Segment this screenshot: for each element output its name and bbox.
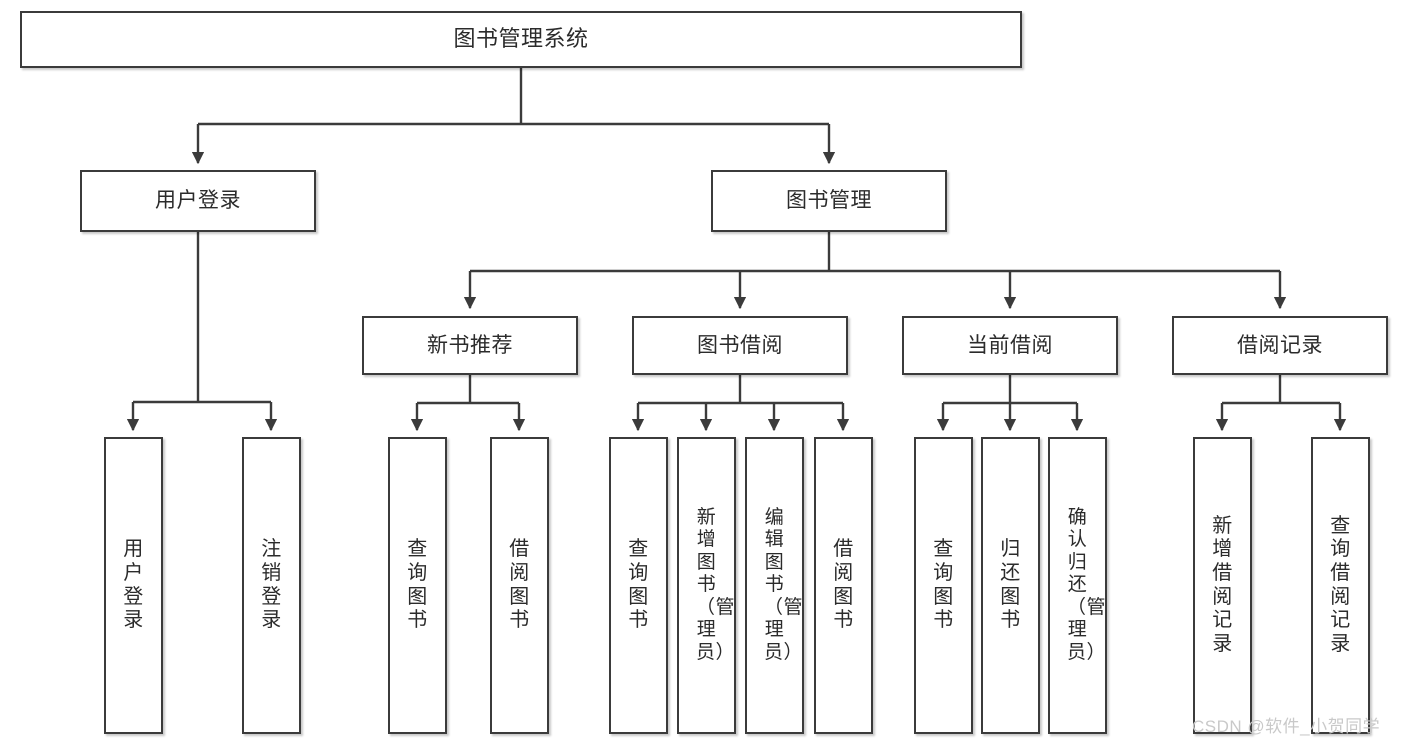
node-new-book-recommend[interactable]: 新书推荐: [362, 316, 578, 375]
node-label: 新增借阅记录: [1212, 514, 1233, 655]
leaf-current-query-book[interactable]: 查询图书: [914, 437, 973, 734]
node-label: 查询图书: [407, 538, 428, 632]
node-label: 编辑图书（管理员）: [764, 507, 804, 663]
node-root-system[interactable]: 图书管理系统: [20, 11, 1022, 68]
leaf-recommend-query-book[interactable]: 查询图书: [388, 437, 447, 734]
node-label: 借阅图书: [509, 538, 530, 632]
node-label: 确认归还（管理员）: [1067, 507, 1107, 663]
node-label: 查询借阅记录: [1330, 514, 1351, 655]
node-label: 用户登录: [123, 538, 144, 632]
leaf-record-query-record[interactable]: 查询借阅记录: [1311, 437, 1370, 734]
leaf-record-add-record[interactable]: 新增借阅记录: [1193, 437, 1252, 734]
node-label: 图书借阅: [697, 333, 783, 357]
node-user-login[interactable]: 用户登录: [80, 170, 316, 232]
node-label: 图书管理: [786, 189, 872, 213]
node-label: 当前借阅: [967, 333, 1053, 357]
leaf-user-login-login[interactable]: 用户登录: [104, 437, 163, 734]
node-book-borrow[interactable]: 图书借阅: [632, 316, 848, 375]
node-label: 用户登录: [155, 189, 241, 213]
leaf-borrow-edit-book-admin[interactable]: 编辑图书（管理员）: [745, 437, 804, 734]
leaf-borrow-add-book-admin[interactable]: 新增图书（管理员）: [677, 437, 736, 734]
node-label: 新增图书（管理员）: [696, 507, 736, 663]
leaf-current-return-book[interactable]: 归还图书: [981, 437, 1040, 734]
node-label: 归还图书: [1000, 538, 1021, 632]
leaf-borrow-borrow-book[interactable]: 借阅图书: [814, 437, 873, 734]
leaf-user-login-logout[interactable]: 注销登录: [242, 437, 301, 734]
node-label: 注销登录: [261, 538, 282, 632]
node-label: 查询图书: [933, 538, 954, 632]
node-label: 图书管理系统: [453, 26, 589, 52]
node-borrow-record[interactable]: 借阅记录: [1172, 316, 1388, 375]
watermark: CSDN @软件_小贺同学: [1192, 717, 1381, 736]
node-current-borrow[interactable]: 当前借阅: [902, 316, 1118, 375]
node-label: 借阅记录: [1237, 333, 1323, 357]
node-label: 新书推荐: [427, 333, 513, 357]
node-book-management[interactable]: 图书管理: [711, 170, 947, 232]
node-label: 借阅图书: [833, 538, 854, 632]
leaf-current-confirm-return-admin[interactable]: 确认归还（管理员）: [1048, 437, 1107, 734]
leaf-borrow-query-book[interactable]: 查询图书: [609, 437, 668, 734]
node-label: 查询图书: [628, 538, 649, 632]
leaf-recommend-borrow-book[interactable]: 借阅图书: [490, 437, 549, 734]
